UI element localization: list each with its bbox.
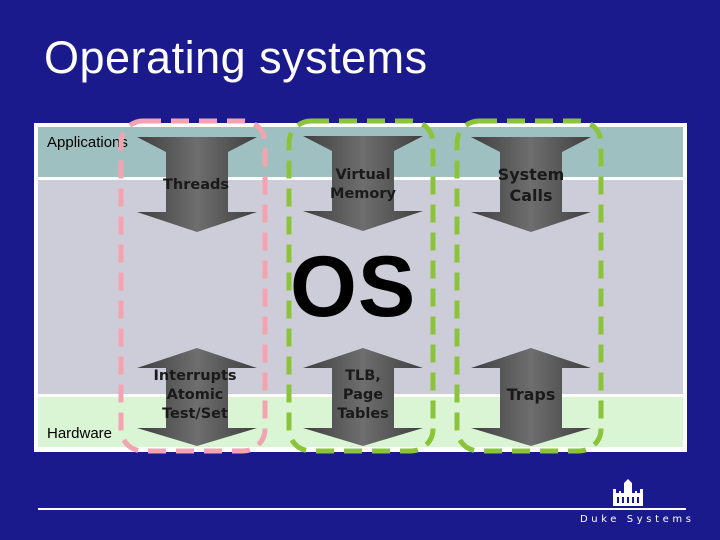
- tlb-label: TLB, Page Tables: [303, 367, 423, 424]
- threads-group-outline: [118, 118, 268, 454]
- traps-arrow: [471, 348, 591, 446]
- interrupts-line-1: Interrupts: [153, 368, 237, 384]
- interrupts-line-3: Test/Set: [162, 406, 228, 422]
- system-calls-line-1: System: [497, 165, 565, 184]
- threads-line-1: Threads: [163, 177, 229, 193]
- calls-group-outline: [454, 118, 604, 454]
- threads-label: Threads: [136, 176, 256, 195]
- traps-label: Traps: [471, 385, 591, 404]
- tlb-line-1: TLB,: [345, 368, 381, 384]
- slide-title: Operating systems: [44, 32, 428, 83]
- tlb-line-2: Page: [342, 387, 384, 403]
- tlb-line-3: Tables: [337, 406, 389, 422]
- duke-chapel-icon: [613, 479, 643, 506]
- interrupts-label: Interrupts Atomic Test/Set: [135, 367, 255, 424]
- interrupts-arrow: [137, 348, 257, 446]
- system-calls-line-2: Calls: [509, 186, 553, 205]
- traps-line-1: Traps: [506, 385, 556, 404]
- footer-rule: [38, 508, 686, 510]
- memory-group-outline: [286, 118, 436, 454]
- system-calls-arrow: [471, 137, 591, 232]
- virtual-memory-label: Virtual Memory: [303, 166, 423, 204]
- hardware-label: Hardware: [47, 425, 113, 442]
- footer-text: Duke Systems: [580, 514, 695, 525]
- virtual-memory-line-1: Virtual: [335, 167, 391, 183]
- virtual-memory-line-2: Memory: [330, 186, 396, 202]
- interrupts-line-2: Atomic: [166, 387, 224, 403]
- applications-label: Applications: [47, 134, 128, 151]
- os-label: OS: [290, 239, 417, 335]
- system-calls-label: System Calls: [471, 164, 591, 206]
- tlb-arrow: [303, 348, 423, 446]
- threads-arrow: [137, 137, 257, 232]
- virtual-memory-arrow: [303, 136, 423, 231]
